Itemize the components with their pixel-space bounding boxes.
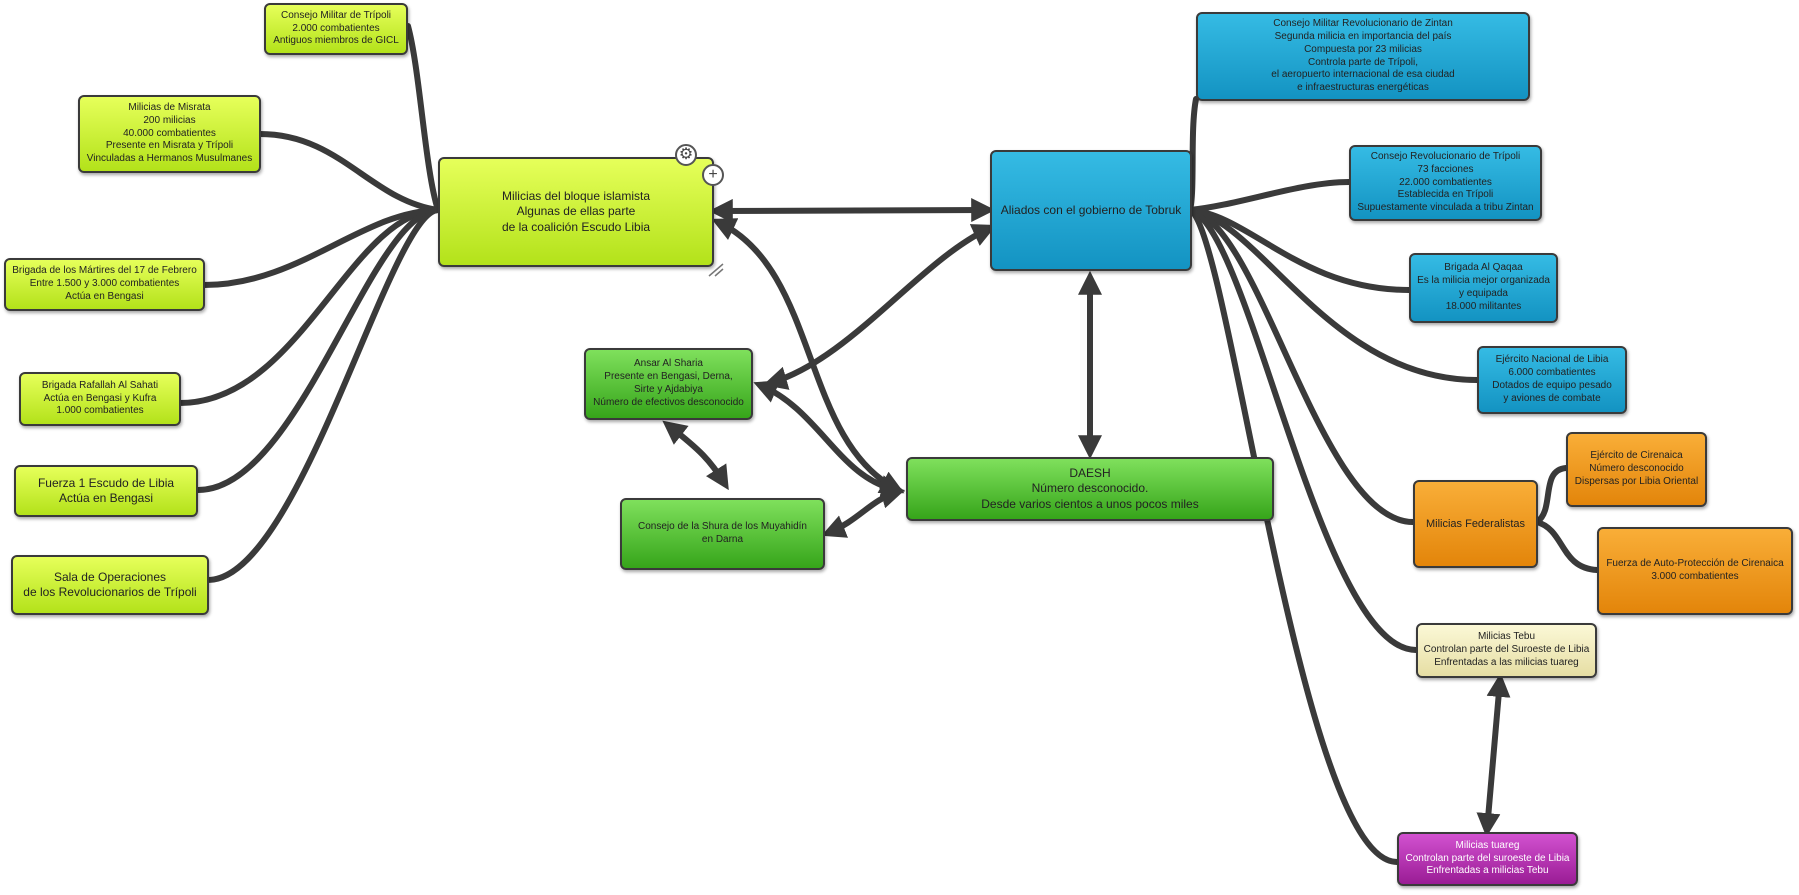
link-ansar-daesh	[753, 380, 906, 499]
link-martyrs	[201, 207, 441, 288]
node-consejo-militar-tripoli[interactable]: Consejo Militar de Trípoli 2.000 combati…	[264, 3, 408, 55]
node-zintan[interactable]: Consejo Militar Revolucionario de Zintan…	[1196, 12, 1530, 101]
gear-icon[interactable]: ⚙	[675, 144, 697, 166]
node-label: Fuerza 1 Escudo de Libia Actúa en Bengas…	[37, 475, 175, 505]
node-label: Ejército Nacional de Libia 6.000 combati…	[1492, 354, 1612, 404]
link-tebu	[1187, 207, 1419, 653]
node-brigada-rafallah[interactable]: Brigada Rafallah Al Sahati Actúa en Beng…	[19, 372, 181, 426]
node-ansar-al-sharia[interactable]: Ansar Al Sharia Presente en Bengasi, Der…	[584, 348, 753, 420]
node-milicias-misrata[interactable]: Milicias de Misrata 200 milicias 40.000 …	[78, 95, 261, 173]
node-label: Ejército de Cirenaica Número desconocido…	[1574, 450, 1699, 487]
node-label: Fuerza de Auto-Protección de Cirenaica 3…	[1606, 558, 1784, 582]
node-label: Brigada Al Qaqaa Es la milicia mejor org…	[1417, 262, 1550, 312]
node-sala-operaciones[interactable]: Sala de Operaciones de los Revolucionari…	[11, 555, 209, 615]
node-label: Brigada de los Mártires del 17 de Febrer…	[12, 265, 197, 302]
node-label: Milicias Federalistas	[1425, 517, 1526, 530]
node-label: Milicias de Misrata 200 milicias 40.000 …	[86, 102, 253, 165]
link-auto-proteccion	[1534, 519, 1600, 573]
node-milicias-bloque-islamista[interactable]: Milicias del bloque islamista Algunas de…	[438, 157, 714, 267]
node-label: Milicias Tebu Controlan parte del Suroes…	[1423, 631, 1590, 668]
node-ejercito-cirenaica[interactable]: Ejército de Cirenaica Número desconocido…	[1566, 432, 1707, 507]
link-misrata	[257, 131, 441, 213]
link-federalistas	[1187, 207, 1416, 525]
node-label: Consejo Militar de Trípoli 2.000 combati…	[273, 9, 399, 47]
node-milicias-tuareg[interactable]: Milicias tuareg Controlan parte del suro…	[1397, 832, 1578, 886]
node-label: Aliados con el gobierno de Tobruk	[1000, 202, 1182, 217]
node-label: Consejo Militar Revolucionario de Zintan…	[1271, 18, 1455, 94]
link-ejercito	[1187, 207, 1480, 383]
node-brigada-al-qaqaa[interactable]: Brigada Al Qaqaa Es la milicia mejor org…	[1409, 253, 1558, 323]
node-label: Consejo Revolucionario de Trípoli 73 fac…	[1357, 151, 1534, 214]
node-consejo-shura[interactable]: Consejo de la Shura de los Muyahidín en …	[620, 498, 825, 570]
link-tripoli-rev	[1187, 179, 1352, 213]
node-milicias-tebu[interactable]: Milicias Tebu Controlan parte del Suroes…	[1416, 623, 1597, 678]
node-fuerza-1-escudo[interactable]: Fuerza 1 Escudo de Libia Actúa en Bengas…	[14, 465, 198, 517]
node-aliados-tobruk[interactable]: Aliados con el gobierno de Tobruk	[990, 150, 1192, 271]
node-fuerza-auto-proteccion[interactable]: Fuerza de Auto-Protección de Cirenaica 3…	[1597, 527, 1793, 615]
node-brigada-martires[interactable]: Brigada de los Mártires del 17 de Febrer…	[4, 258, 205, 311]
link-islamist-tobruk	[708, 198, 996, 223]
link-ansar-shura	[662, 420, 729, 491]
node-label: Milicias tuareg Controlan parte del suro…	[1405, 839, 1570, 877]
link-tebu-tuareg	[1476, 672, 1511, 838]
node-label: Sala de Operaciones de los Revolucionari…	[23, 569, 197, 599]
link-cirenaica	[1534, 465, 1569, 525]
link-sala	[205, 207, 441, 583]
link-tuareg	[1187, 207, 1400, 865]
link-fuerza1	[195, 207, 441, 493]
resize-handle-icon[interactable]	[707, 263, 725, 277]
link-tripoli-military	[405, 23, 441, 213]
node-consejo-revolucionario-tripoli[interactable]: Consejo Revolucionario de Trípoli 73 fac…	[1349, 145, 1542, 221]
node-daesh[interactable]: DAESH Número desconocido. Desde varios c…	[906, 457, 1274, 521]
link-rafallah	[177, 207, 441, 406]
node-label: DAESH Número desconocido. Desde varios c…	[981, 465, 1199, 511]
node-ejercito-nacional[interactable]: Ejército Nacional de Libia 6.000 combati…	[1477, 346, 1627, 414]
node-label: Milicias del bloque islamista Algunas de…	[501, 188, 651, 234]
node-label: Ansar Al Sharia Presente en Bengasi, Der…	[593, 358, 744, 408]
plus-icon[interactable]: +	[702, 164, 724, 186]
link-tobruk-ansar	[763, 224, 997, 390]
node-milicias-federalistas[interactable]: Milicias Federalistas	[1413, 480, 1538, 568]
link-shura-daesh	[821, 485, 905, 538]
node-label: Consejo de la Shura de los Muyahidín en …	[638, 521, 807, 545]
node-label: Brigada Rafallah Al Sahati Actúa en Beng…	[41, 379, 159, 417]
